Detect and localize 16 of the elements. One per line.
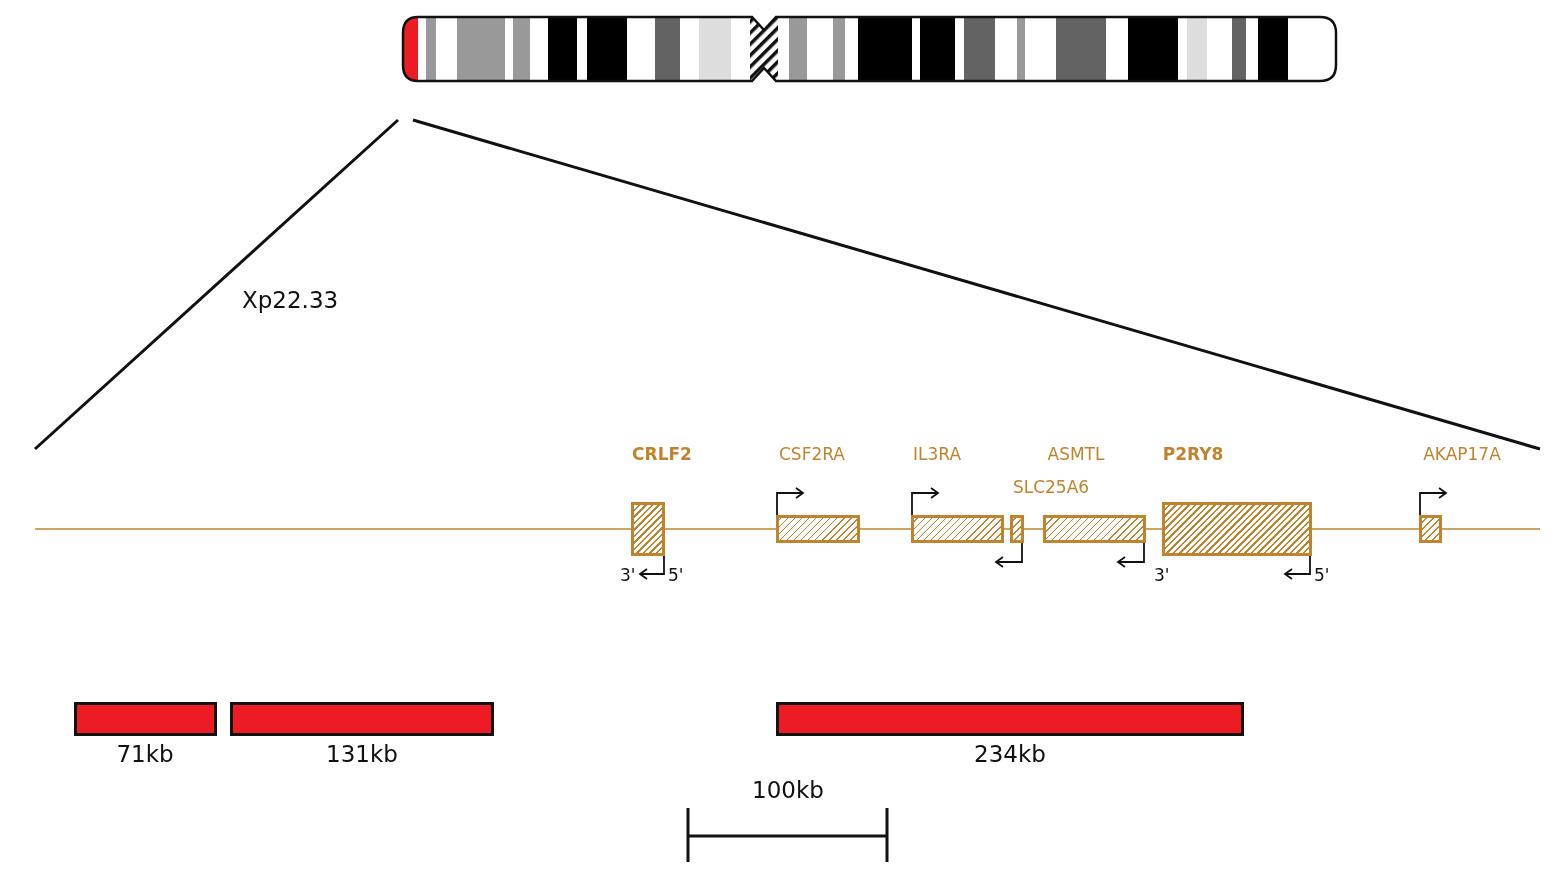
- strand-end-label: 5': [668, 565, 684, 585]
- gene-label: ASMTL: [1047, 444, 1105, 464]
- size-label: 131kb: [326, 740, 398, 768]
- gene-label: AKAP17A: [1423, 444, 1501, 464]
- gene-label: P2RY8: [1162, 444, 1224, 464]
- gene-label: CRLF2: [632, 444, 692, 464]
- strand-end-label: 3': [620, 565, 636, 585]
- strand-end-label: 5': [1314, 565, 1330, 585]
- scale-label: 100kb: [752, 776, 824, 804]
- gene-label: SLC25A6: [1012, 477, 1090, 497]
- size-label: 234kb: [974, 740, 1046, 768]
- gene-label: IL3RA: [912, 444, 962, 464]
- strand-end-label: 3': [1154, 565, 1170, 585]
- size-label: 71kb: [116, 740, 174, 768]
- gene-label: CSF2RA: [779, 444, 845, 464]
- band-label: Xp22.33: [242, 286, 339, 314]
